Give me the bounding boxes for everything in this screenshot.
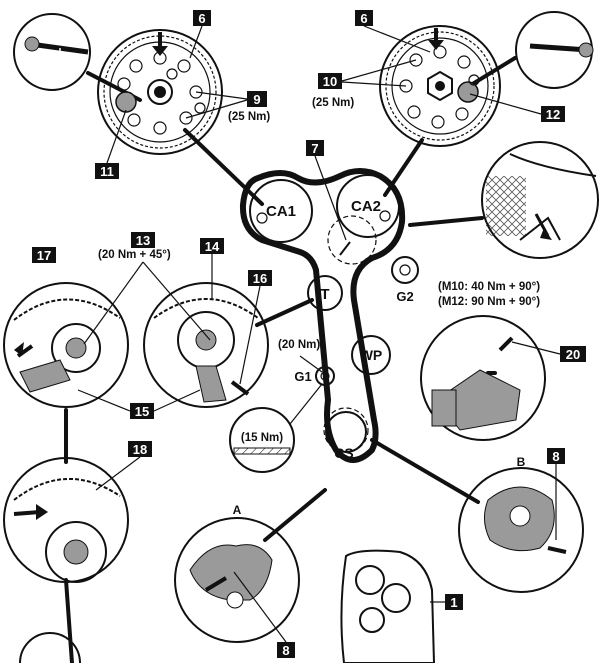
- callout-12: 12: [541, 106, 565, 122]
- locking-pin-inset-right: [515, 11, 594, 89]
- svg-text:9: 9: [253, 92, 260, 107]
- callout-7: 7: [306, 140, 324, 156]
- svg-text:15: 15: [135, 404, 149, 419]
- callout-10: 10: [318, 73, 342, 89]
- svg-text:10: 10: [323, 74, 337, 89]
- callout-8-bottom: 8: [277, 642, 295, 658]
- pulley-label-cs: CS: [334, 445, 353, 461]
- svg-text:1: 1: [450, 595, 457, 610]
- pulley-cs: CS: [323, 407, 369, 461]
- crank-inset-18: [3, 457, 129, 583]
- svg-text:16: 16: [253, 271, 267, 286]
- callout-leaders: [77, 25, 561, 643]
- timing-belt: [239, 168, 406, 463]
- svg-text:11: 11: [100, 164, 114, 179]
- pulley-g2: G2: [391, 256, 419, 304]
- callout-18: 18: [128, 441, 152, 457]
- view-a-inset: A: [174, 503, 300, 643]
- threaded-stud-icon: [233, 447, 291, 455]
- callout-11: 11: [95, 163, 119, 179]
- timing-mark-circle: [327, 215, 377, 265]
- torque-spec-9: (25 Nm): [228, 111, 270, 123]
- callout-14: 14: [200, 238, 224, 254]
- threaded-stud-inset: (15 Nm): [229, 407, 295, 473]
- pulley-ca1: CA1: [249, 179, 313, 243]
- svg-text:20: 20: [566, 347, 580, 362]
- svg-text:13: 13: [136, 233, 150, 248]
- svg-text:12: 12: [546, 107, 560, 122]
- pulley-g1: G1: [294, 366, 335, 386]
- callout-20: 20: [560, 346, 586, 362]
- callout-9: 9: [247, 91, 267, 107]
- torque-spec-10: (25 Nm): [312, 97, 354, 109]
- callout-6-left: 6: [193, 10, 211, 26]
- tensioner-inset-14: [143, 282, 269, 408]
- camshaft-gear-left: [97, 29, 223, 155]
- torque-spec-g1: (20 Nm): [278, 339, 320, 351]
- pulley-label-t: T: [320, 286, 329, 303]
- pulley-label-wp: WP: [360, 347, 383, 363]
- locking-pin-inset-left: [13, 13, 91, 91]
- pulley-label-ca1: CA1: [266, 203, 296, 220]
- svg-text:6: 6: [198, 11, 205, 26]
- tensioner-inset-20: [420, 315, 546, 441]
- tensioner-inset-17: [3, 282, 129, 408]
- camshaft-gear-right: [379, 25, 501, 147]
- svg-text:14: 14: [205, 239, 220, 254]
- callout-16: 16: [248, 270, 272, 286]
- belt-teeth-inset: [481, 141, 599, 259]
- svg-text:18: 18: [133, 442, 147, 457]
- pulley-t: T: [307, 275, 343, 311]
- callout-13: 13: [131, 232, 155, 248]
- pulley-label-ca2: CA2: [351, 198, 381, 215]
- callout-6-right: 6: [355, 10, 373, 26]
- callout-1: 1: [445, 594, 463, 610]
- svg-text:8: 8: [552, 449, 559, 464]
- view-label-a: A: [233, 503, 242, 517]
- svg-text:6: 6: [360, 11, 367, 26]
- pulley-wp: WP: [351, 335, 391, 375]
- pulley-label-g1: G1: [294, 369, 311, 384]
- torque-spec-g2-m12: (M12: 90 Nm + 90°): [438, 296, 540, 308]
- pulley-label-g2: G2: [396, 289, 413, 304]
- torque-spec-g2-m10: (M10: 40 Nm + 90°): [438, 281, 540, 293]
- lower-inset-partial: [19, 632, 81, 663]
- callout-8-right: 8: [547, 448, 565, 464]
- callout-15: 15: [130, 403, 154, 419]
- callout-17: 17: [32, 247, 56, 263]
- svg-text:8: 8: [282, 643, 289, 658]
- svg-text:7: 7: [311, 141, 318, 156]
- view-b-inset: B: [458, 455, 584, 593]
- torque-spec-13: (20 Nm + 45°): [98, 249, 171, 261]
- svg-text:17: 17: [37, 248, 51, 263]
- view-label-b: B: [517, 455, 526, 469]
- pulley-ca2: CA2: [336, 174, 400, 238]
- torque-spec-15: (15 Nm): [241, 432, 283, 444]
- engine-block: [340, 549, 436, 663]
